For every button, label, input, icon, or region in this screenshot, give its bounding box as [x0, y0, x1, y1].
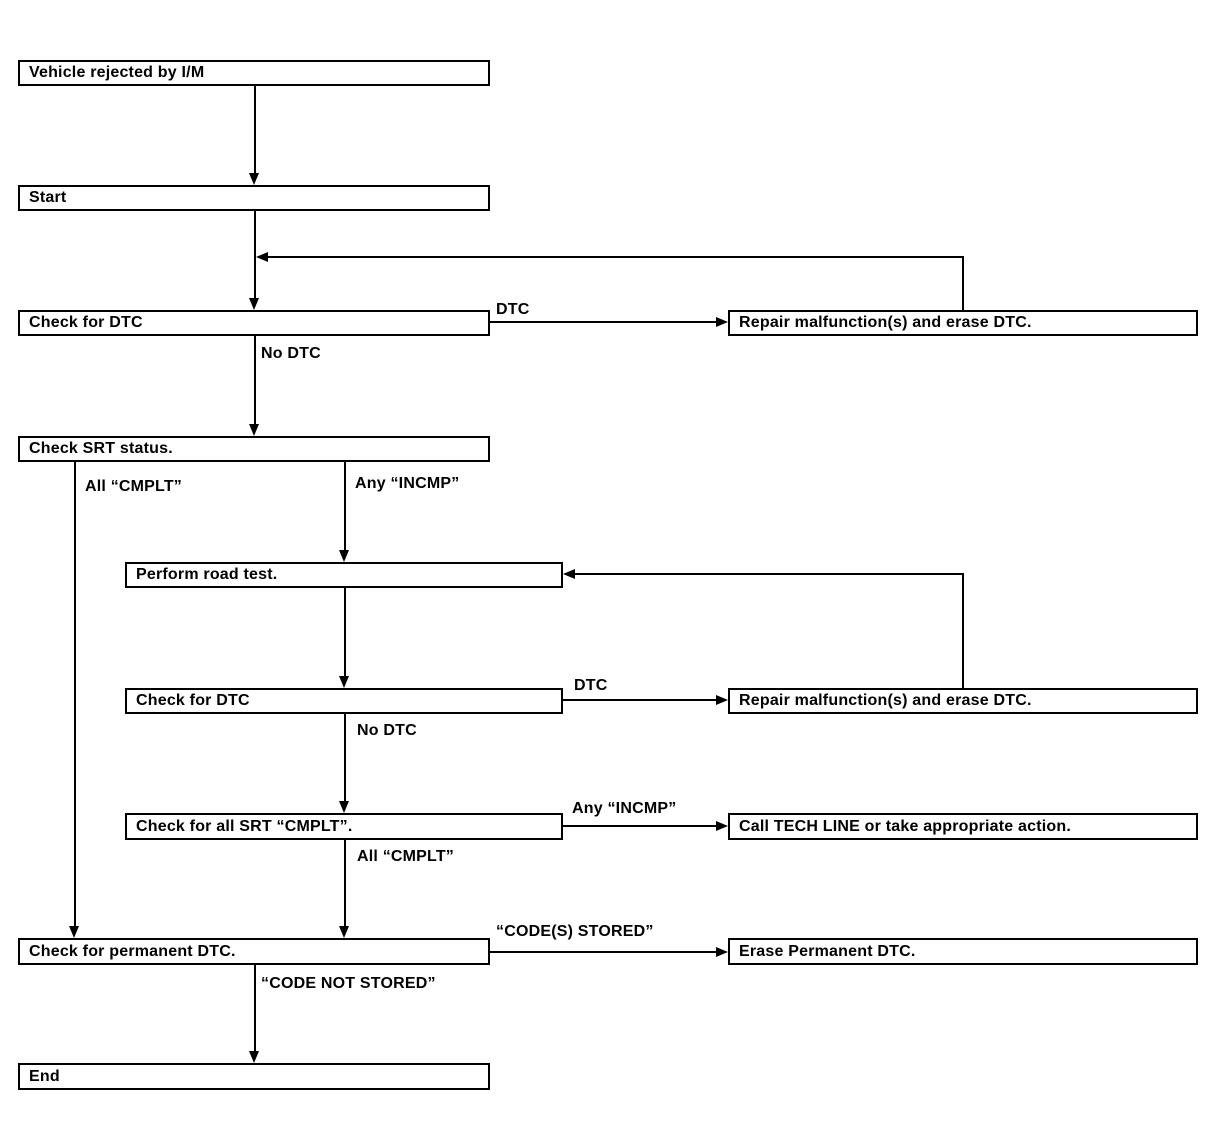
connector-feedback-vertical — [962, 573, 964, 688]
connector-vertical — [344, 588, 346, 677]
arrow-down-icon — [69, 926, 79, 938]
node-check-srt-status: Check SRT status. — [18, 436, 490, 462]
arrow-left-icon — [563, 569, 575, 579]
node-vehicle-rejected: Vehicle rejected by I/M — [18, 60, 490, 86]
edge-label-dtc-1: DTC — [496, 301, 530, 318]
connector-vertical — [254, 86, 256, 174]
connector-feedback-horizontal — [565, 573, 964, 575]
node-end: End — [18, 1063, 490, 1090]
arrow-down-icon — [249, 173, 259, 185]
arrow-down-icon — [339, 926, 349, 938]
edge-label-any-incmp-2: Any “INCMP” — [572, 800, 677, 817]
edge-label-no-dtc-1: No DTC — [261, 345, 321, 362]
connector-vertical — [254, 965, 256, 1052]
arrow-down-icon — [339, 676, 349, 688]
connector-vertical — [254, 211, 256, 299]
arrow-down-icon — [339, 550, 349, 562]
connector-feedback-vertical — [962, 256, 964, 310]
edge-label-dtc-2: DTC — [574, 677, 608, 694]
connector-vertical — [344, 462, 346, 551]
node-call-tech-line: Call TECH LINE or take appropriate actio… — [728, 813, 1198, 840]
arrow-down-icon — [339, 801, 349, 813]
arrow-left-icon — [256, 252, 268, 262]
arrow-right-icon — [716, 947, 728, 957]
edge-label-no-dtc-2: No DTC — [357, 722, 417, 739]
edge-label-all-cmplt-1: All “CMPLT” — [85, 478, 183, 495]
connector-vertical — [344, 714, 346, 802]
node-perform-road-test: Perform road test. — [125, 562, 563, 588]
connector-vertical — [344, 840, 346, 927]
node-repair-malfunction-1: Repair malfunction(s) and erase DTC. — [728, 310, 1198, 336]
arrow-down-icon — [249, 424, 259, 436]
node-repair-malfunction-2: Repair malfunction(s) and erase DTC. — [728, 688, 1198, 714]
connector-horizontal — [490, 321, 718, 323]
node-check-all-srt-cmplt: Check for all SRT “CMPLT”. — [125, 813, 563, 840]
connector-vertical — [74, 462, 76, 927]
arrow-right-icon — [716, 695, 728, 705]
arrow-down-icon — [249, 298, 259, 310]
connector-horizontal — [490, 951, 718, 953]
connector-horizontal — [563, 699, 718, 701]
connector-horizontal — [563, 825, 718, 827]
connector-feedback-horizontal — [258, 256, 964, 258]
node-check-for-dtc-2: Check for DTC — [125, 688, 563, 714]
arrow-right-icon — [716, 317, 728, 327]
edge-label-all-cmplt-2: All “CMPLT” — [357, 848, 455, 865]
node-check-for-dtc-1: Check for DTC — [18, 310, 490, 336]
arrow-right-icon — [716, 821, 728, 831]
node-check-permanent-dtc: Check for permanent DTC. — [18, 938, 490, 965]
edge-label-any-incmp-1: Any “INCMP” — [355, 475, 460, 492]
connector-vertical — [254, 336, 256, 425]
node-erase-permanent-dtc: Erase Permanent DTC. — [728, 938, 1198, 965]
edge-label-code-not-stored: “CODE NOT STORED” — [261, 975, 436, 992]
node-start: Start — [18, 185, 490, 211]
arrow-down-icon — [249, 1051, 259, 1063]
edge-label-codes-stored: “CODE(S) STORED” — [496, 923, 654, 940]
